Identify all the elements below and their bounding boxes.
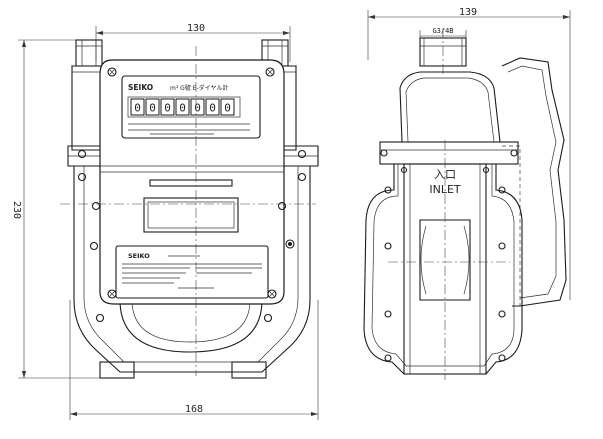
counter-digit: 0 bbox=[224, 102, 231, 115]
top-width-label: 130 bbox=[187, 23, 205, 34]
left-foot bbox=[99, 361, 135, 379]
body-bolts bbox=[77, 149, 307, 323]
left-top-nozzle bbox=[75, 39, 103, 67]
right-foot bbox=[231, 361, 267, 379]
side-flange bbox=[379, 141, 519, 165]
slot-vent bbox=[149, 179, 233, 187]
counter-digit: 0 bbox=[134, 102, 141, 115]
upper-dome bbox=[399, 71, 501, 143]
inlet-jp-label: 入口 bbox=[434, 168, 456, 181]
counter-digit-box bbox=[160, 98, 175, 116]
front-view: 130 230 168 bbox=[11, 23, 319, 420]
lower-oval-window bbox=[119, 299, 263, 353]
counter-digit-box bbox=[130, 98, 145, 116]
counter-digit-box bbox=[190, 98, 205, 116]
name-plate-brand: SEIKO bbox=[128, 252, 150, 260]
counter-digit: 0 bbox=[164, 102, 171, 115]
side-nozzle bbox=[419, 28, 467, 74]
lower-casing bbox=[73, 166, 311, 373]
bottom-width-dimension: 168 bbox=[69, 300, 319, 420]
depth-dimension: 139 bbox=[367, 7, 571, 300]
counter-digit: 0 bbox=[194, 102, 201, 115]
back-profile bbox=[501, 57, 567, 307]
depth-label: 139 bbox=[459, 7, 477, 18]
counter-digit: 0 bbox=[179, 102, 186, 115]
counter-digit-box bbox=[175, 98, 190, 116]
top-width-dimension: 130 bbox=[95, 23, 291, 62]
counter-digit-box bbox=[145, 98, 160, 116]
side-view: 139 G3/4B bbox=[363, 7, 571, 380]
counter-unit-label: m³ G號 E-ダイヤル計 bbox=[170, 84, 229, 92]
counter-digit: 0 bbox=[149, 102, 156, 115]
counter-digit: 0 bbox=[209, 102, 216, 115]
counter-brand: SEIKO bbox=[128, 83, 153, 92]
counter-digit-box bbox=[220, 98, 235, 116]
side-bolts bbox=[384, 166, 506, 362]
bottom-width-label: 168 bbox=[185, 404, 203, 415]
counter-digit-box bbox=[205, 98, 220, 116]
height-label: 230 bbox=[11, 201, 22, 219]
name-plate: SEIKO bbox=[115, 245, 269, 299]
front-cover-panel bbox=[99, 59, 285, 305]
inner-port bbox=[419, 219, 471, 301]
cover-screws bbox=[107, 67, 277, 299]
inspection-window bbox=[143, 197, 239, 233]
